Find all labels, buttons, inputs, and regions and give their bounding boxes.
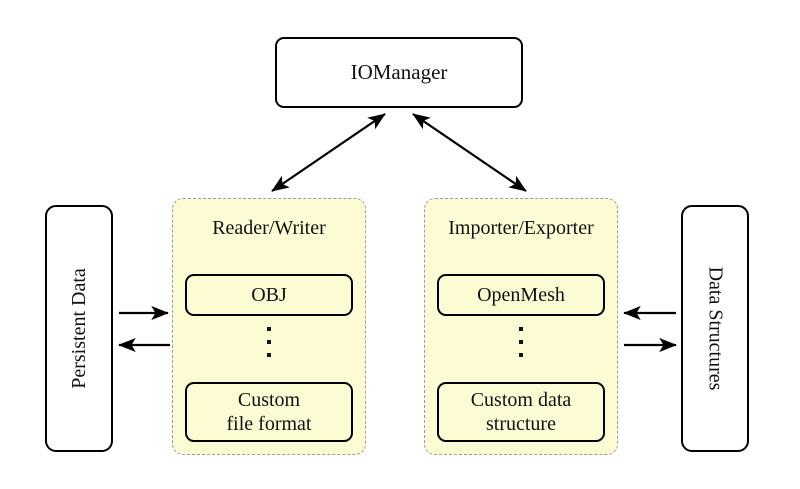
custom-file-format-line2: file format xyxy=(226,413,312,435)
openmesh-label: OpenMesh xyxy=(477,284,565,306)
group-importer-exporter[interactable]: Importer/Exporter OpenMesh Custom data s… xyxy=(424,198,618,455)
node-iomanager[interactable]: IOManager xyxy=(275,37,523,108)
node-persistent-data[interactable]: Persistent Data xyxy=(45,205,113,452)
dot-2 xyxy=(519,340,523,344)
dot-3 xyxy=(519,353,523,357)
data-structures-label: Data Structures xyxy=(704,266,727,391)
node-openmesh[interactable]: OpenMesh xyxy=(437,274,605,316)
dot-1 xyxy=(519,327,523,331)
dot-2 xyxy=(267,340,271,344)
ellipsis-reader-writer xyxy=(173,327,365,357)
iomanager-label: IOManager xyxy=(350,60,448,85)
group-reader-writer[interactable]: Reader/Writer OBJ Custom file format xyxy=(172,198,366,455)
dot-3 xyxy=(267,353,271,357)
arrow-iomanager-importerexporter xyxy=(412,113,527,192)
obj-label: OBJ xyxy=(251,284,287,306)
custom-data-structure-line1: Custom data xyxy=(470,389,572,411)
dot-1 xyxy=(267,327,271,331)
custom-data-structure-line2: structure xyxy=(486,413,556,435)
group-reader-writer-title: Reader/Writer xyxy=(212,217,326,239)
node-custom-file-format[interactable]: Custom file format xyxy=(185,382,353,442)
custom-file-format-line1: Custom xyxy=(237,389,301,411)
group-importer-exporter-title: Importer/Exporter xyxy=(448,217,594,239)
persistent-data-label: Persistent Data xyxy=(67,268,90,389)
node-custom-data-structure[interactable]: Custom data structure xyxy=(437,382,605,442)
arrow-iomanager-readerwriter xyxy=(271,113,386,192)
node-obj[interactable]: OBJ xyxy=(185,274,353,316)
ellipsis-importer-exporter xyxy=(425,327,617,357)
node-data-structures[interactable]: Data Structures xyxy=(681,205,749,452)
